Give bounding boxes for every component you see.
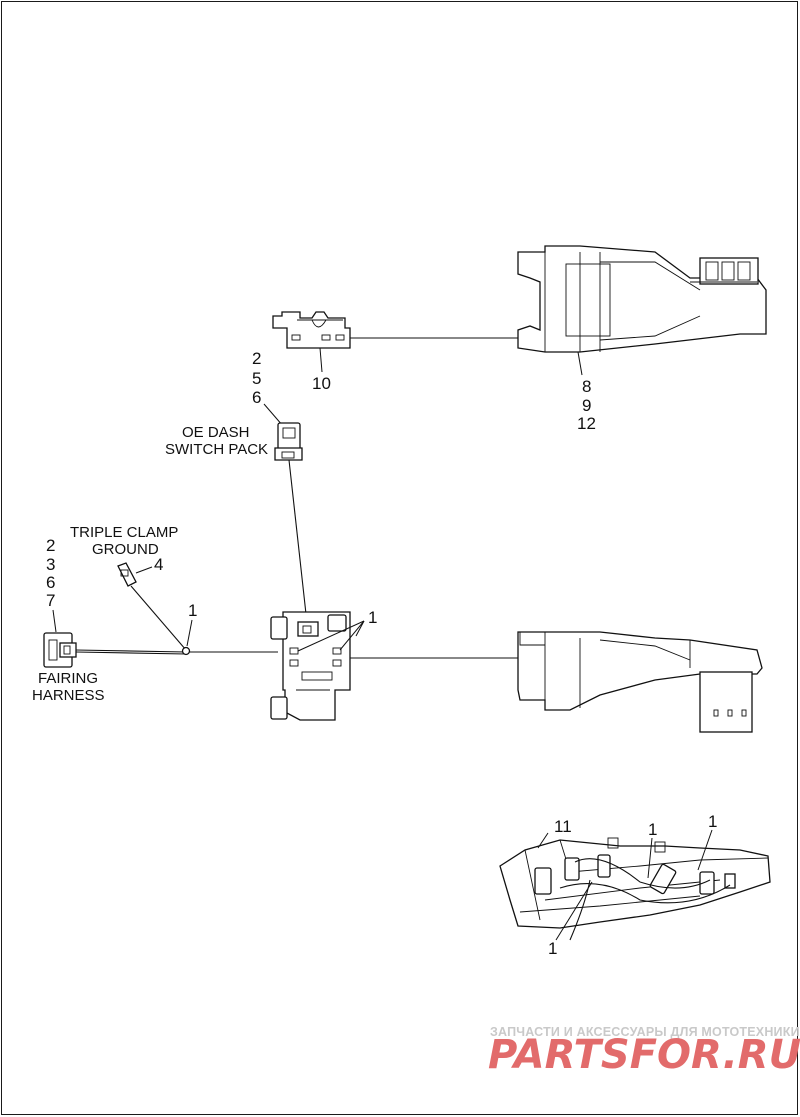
ground-wire [130,585,187,651]
fairing-connector [43,632,77,668]
leader-256 [263,403,284,427]
callout-11: 11 [554,817,572,836]
main-wire-2 [75,651,187,655]
callout-2a: 2 [252,349,261,368]
label-oe-dash: OE DASH [182,424,250,441]
leader-11 [537,832,549,849]
callout-8: 8 [582,377,591,396]
leader-2367 [52,609,57,633]
callout-6a: 6 [252,388,261,407]
label-fairing: FAIRING [38,670,98,687]
oe-dash-connector [274,422,303,461]
main-bracket [270,611,351,721]
label-triple-clamp: TRIPLE CLAMP [70,524,178,541]
callout-7: 7 [46,591,55,610]
callout-4: 4 [154,555,163,574]
callout-1c: 1 [648,820,657,839]
watermark-logo: PARTSFOR.RU [488,1032,800,1078]
callout-9: 9 [582,396,591,415]
detail-console [499,837,771,941]
callout-6b: 6 [46,573,55,592]
callout-10: 10 [312,374,331,393]
leader-1c [647,837,653,879]
main-wire [75,649,278,653]
label-ground: GROUND [92,541,159,558]
callout-12: 12 [577,414,596,433]
callout-2b: 2 [46,536,55,555]
clamp-left [181,646,191,656]
leader-4 [135,566,153,574]
callout-1b: 1 [368,608,377,627]
label-harness: HARNESS [32,687,105,704]
top-bracket [272,311,351,349]
leader-1d [697,829,713,871]
callout-1e: 1 [548,939,557,958]
leader-1e [555,881,593,941]
watermark-tagline: ЗАПЧАСТИ И АКСЕССУАРЫ ДЛЯ МОТОТЕХНИКИ [490,1025,800,1039]
callout-3: 3 [46,555,55,574]
callout-1a: 1 [188,601,197,620]
callout-5: 5 [252,369,261,388]
dash-wire [288,459,307,615]
leader-1a [186,619,193,647]
ground-terminal [117,562,137,587]
leader-1b-c [355,620,365,637]
middle-console [517,631,763,733]
leader-1b-a [297,620,365,652]
leader-10 [319,347,323,373]
label-switch-pack: SWITCH PACK [165,441,268,458]
top-console [517,245,767,353]
callout-1d: 1 [708,812,717,831]
leader-8-9-12 [577,351,583,376]
leader-1b-b [339,620,365,651]
